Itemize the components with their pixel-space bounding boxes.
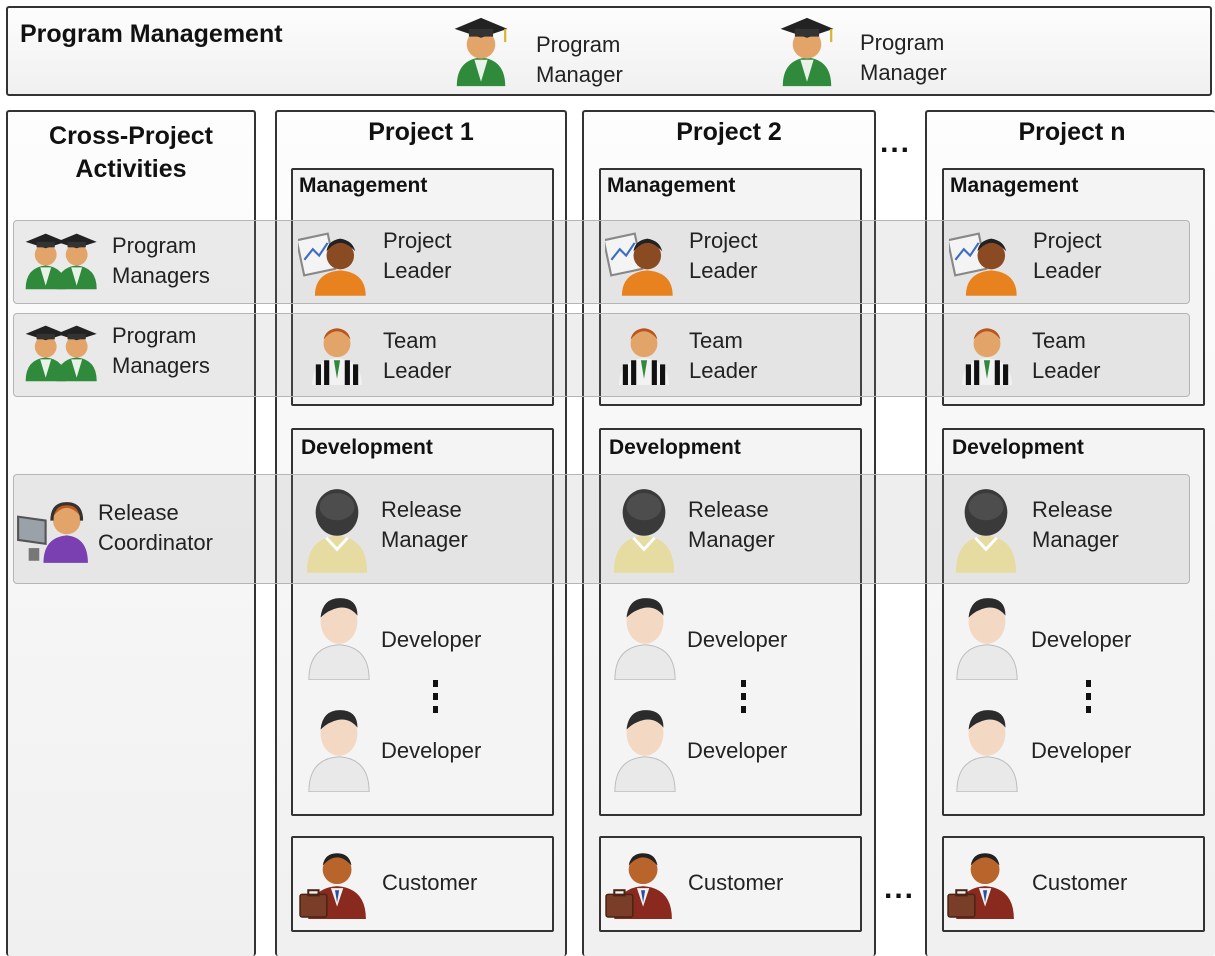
project-title: Project n <box>1018 118 1126 146</box>
development-title: Development <box>301 436 433 459</box>
developer-icon <box>611 592 679 680</box>
release-coordinator-label: Release Coordinator <box>98 500 213 555</box>
cross-project-title: Cross-Project Activities <box>49 122 213 183</box>
team-leader-icon <box>956 318 1018 388</box>
team-leader-icon <box>306 318 368 388</box>
project-leader-icon <box>605 228 679 298</box>
vertical-ellipsis <box>433 680 441 719</box>
developer-label: Developer <box>687 627 788 652</box>
program-manager-label: Program Manager <box>860 30 947 85</box>
program-manager-label: Program Manager <box>536 32 623 87</box>
ellipsis-bottom: ... <box>884 872 916 905</box>
development-title: Development <box>952 436 1084 459</box>
vertical-ellipsis <box>1086 680 1094 719</box>
customer-icon <box>946 842 1018 922</box>
project-leader-icon <box>298 228 372 298</box>
team-leader-icon <box>613 318 675 388</box>
graduate-icon <box>774 14 840 90</box>
development-title: Development <box>609 436 741 459</box>
program-managers-label: Program Managers <box>112 323 210 378</box>
graduates-icon <box>22 318 104 388</box>
developer-label: Developer <box>381 738 482 763</box>
release-manager-icon <box>952 484 1020 574</box>
customer-label: Customer <box>688 870 784 895</box>
program-management-box: Program Management Program Manager Progr… <box>6 6 1212 96</box>
ellipsis-top: ... <box>880 126 912 159</box>
developer-icon <box>305 592 373 680</box>
developer-icon <box>611 704 679 792</box>
developer-label: Developer <box>1031 738 1132 763</box>
developer-label: Developer <box>687 738 788 763</box>
program-management-title: Program Management <box>20 20 283 48</box>
management-title: Management <box>607 174 736 197</box>
release-manager-icon <box>303 484 371 574</box>
customer-box <box>291 836 554 932</box>
customer-icon <box>604 842 676 922</box>
developer-label: Developer <box>381 627 482 652</box>
project-title: Project 1 <box>368 118 474 146</box>
vertical-ellipsis <box>741 680 749 719</box>
project-title: Project 2 <box>676 118 782 146</box>
operator-icon <box>16 490 90 566</box>
customer-label: Customer <box>1032 870 1128 895</box>
developer-icon <box>953 704 1021 792</box>
project-leader-icon <box>949 228 1023 298</box>
developer-icon <box>953 592 1021 680</box>
graduates-icon <box>22 226 104 296</box>
program-managers-label: Program Managers <box>112 233 210 288</box>
management-title: Management <box>299 174 428 197</box>
customer-icon <box>298 842 370 922</box>
management-title: Management <box>950 174 1079 197</box>
developer-label: Developer <box>1031 627 1132 652</box>
developer-icon <box>305 704 373 792</box>
release-manager-icon <box>610 484 678 574</box>
graduate-icon <box>448 14 514 90</box>
customer-label: Customer <box>382 870 478 895</box>
